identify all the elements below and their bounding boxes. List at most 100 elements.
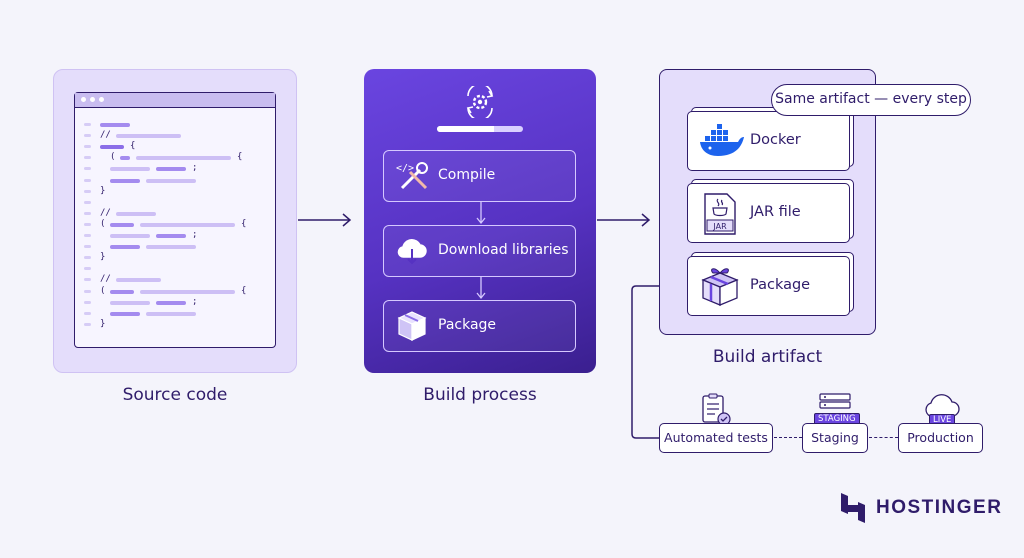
code-wrench-icon: </>	[396, 162, 428, 190]
pipeline-dashed-connector	[869, 437, 898, 438]
code-token	[100, 145, 124, 150]
code-token	[136, 156, 231, 161]
code-glyph: ;	[192, 163, 198, 174]
code-token	[156, 234, 186, 238]
cloud-download-icon	[397, 239, 427, 265]
line-number	[84, 189, 91, 193]
line-number	[84, 178, 91, 182]
line-number	[84, 300, 91, 304]
code-glyph: //	[100, 130, 111, 141]
code-token	[120, 156, 130, 161]
line-number	[84, 311, 91, 315]
window-dot	[81, 97, 86, 102]
artifact-package: Package	[687, 256, 850, 316]
line-number	[84, 134, 91, 138]
artifact-to-tests-connector	[631, 285, 660, 439]
code-glyph: {	[241, 218, 247, 229]
pipeline-staging: Staging	[802, 423, 868, 453]
code-token	[110, 289, 134, 294]
line-number	[84, 234, 91, 237]
code-token	[140, 289, 235, 294]
hostinger-logo-icon	[841, 493, 865, 523]
line-number	[84, 289, 91, 293]
build-artifact-label: Build artifact	[712, 347, 823, 367]
gift-package-icon	[701, 268, 739, 306]
step-label: Compile	[438, 167, 496, 183]
svg-text:</>: </>	[396, 163, 414, 174]
window-dot	[90, 97, 95, 102]
pipeline-production: Production	[898, 423, 983, 453]
artifact-docker-image: Docker image	[687, 111, 850, 205]
build-step-compile: </> Compile	[383, 150, 576, 202]
checklist-icon	[702, 393, 731, 426]
cloud-icon	[925, 394, 960, 417]
pipeline-automated-tests: Automated tests	[659, 423, 773, 453]
line-number	[84, 256, 91, 260]
code-token	[116, 278, 161, 283]
code-glyph: //	[100, 274, 111, 285]
code-token	[116, 211, 156, 216]
code-glyph: }	[100, 318, 106, 329]
code-glyph: (	[100, 285, 106, 296]
step-label: Package	[438, 317, 497, 333]
code-glyph: ;	[192, 296, 198, 307]
java-jar-icon: JAR	[704, 193, 736, 235]
code-glyph: }	[100, 252, 106, 263]
code-token	[110, 222, 134, 227]
artifact-label: Package	[750, 277, 811, 293]
line-number	[84, 200, 91, 204]
code-glyph: //	[100, 207, 111, 218]
gear-refresh-icon	[466, 86, 494, 118]
same-artifact-badge: Same artifact — every step	[771, 84, 971, 116]
code-token	[140, 222, 235, 227]
code-glyph: }	[100, 185, 106, 196]
code-glyph: {	[130, 141, 136, 152]
code-token	[110, 178, 140, 183]
window-dot	[99, 97, 104, 102]
line-number	[84, 167, 91, 171]
code-glyph: (	[110, 152, 116, 163]
code-glyph: ;	[192, 230, 198, 240]
build-process-label: Build process	[423, 385, 537, 405]
line-number	[84, 322, 91, 326]
arrow-build-to-artifact	[597, 213, 651, 227]
build-step-download-libraries: Download libraries	[383, 225, 576, 277]
code-token	[110, 311, 140, 316]
step-label: Download libraries	[438, 242, 569, 258]
artifact-label: JAR file	[750, 204, 801, 220]
pipeline-dashed-connector	[774, 437, 802, 438]
code-token	[110, 234, 150, 238]
step-arrow	[476, 277, 486, 300]
code-token	[110, 167, 150, 172]
line-number	[84, 123, 91, 126]
line-number	[84, 267, 91, 271]
code-token	[116, 134, 181, 139]
build-step-package: Package	[383, 300, 576, 352]
line-number	[84, 156, 91, 160]
code-glyph: (	[100, 218, 106, 229]
source-code-label: Source code	[122, 385, 228, 405]
code-glyph: {	[241, 285, 247, 296]
code-token	[156, 300, 186, 305]
code-token	[146, 311, 196, 316]
code-token	[146, 178, 196, 183]
arrow-source-to-build	[298, 213, 352, 227]
docker-whale-icon	[700, 124, 744, 156]
code-token	[156, 167, 186, 172]
jar-icon-text: JAR	[712, 222, 727, 231]
box-icon	[397, 311, 427, 341]
editor-title-bar	[75, 93, 275, 108]
artifact-jar-file: JAR JAR file	[687, 183, 850, 243]
line-number	[84, 145, 91, 149]
code-token	[110, 245, 140, 250]
code-token	[146, 245, 196, 250]
line-number	[84, 211, 91, 215]
brand-wordmark: HOSTINGER	[876, 497, 1003, 518]
code-glyph: {	[237, 152, 243, 163]
line-number	[84, 245, 91, 249]
code-token	[110, 300, 150, 305]
line-number	[84, 278, 91, 282]
server-stack-icon	[819, 393, 851, 409]
build-progress-fill	[437, 126, 494, 132]
code-token	[100, 123, 130, 127]
